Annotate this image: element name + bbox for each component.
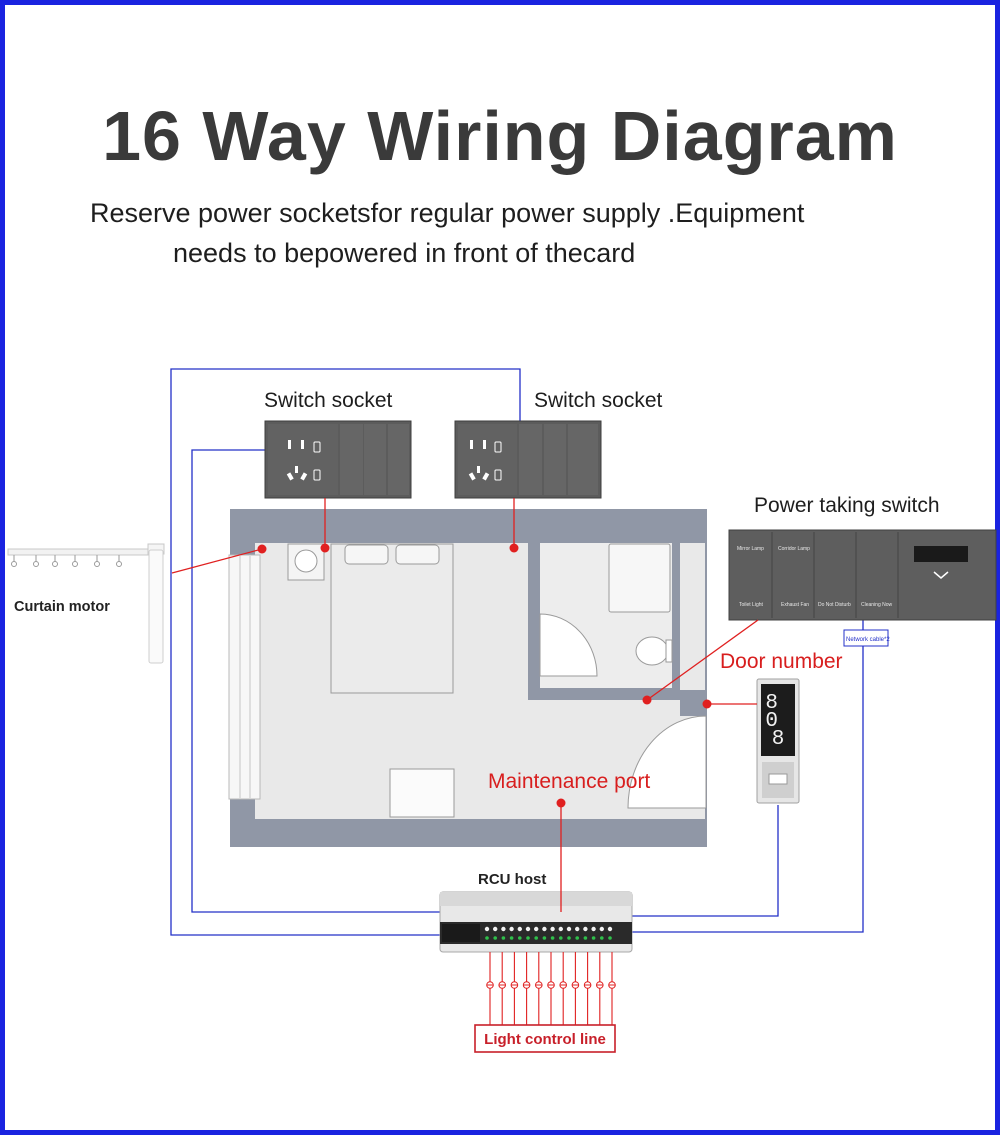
curtain-motor <box>7 543 165 664</box>
rcu-leds <box>484 926 613 940</box>
rcu-led <box>501 926 506 932</box>
power-key-2-top: Corridor Lamp <box>778 546 810 552</box>
rcu-status-led <box>509 936 514 940</box>
wire-socket-left-to-rcu <box>191 449 440 913</box>
power-taking-switch-label: Power taking switch <box>754 494 940 517</box>
wire-power-switch-to-rcu <box>632 620 864 933</box>
switch-socket-right-label: Switch socket <box>534 389 663 412</box>
light-control-line-box <box>474 1024 616 1053</box>
connection-dots <box>257 543 712 808</box>
page-title: 16 Way Wiring Diagram <box>102 97 898 175</box>
rcu-led <box>550 926 555 932</box>
rcu-led <box>575 926 580 932</box>
rcu-led <box>583 926 588 932</box>
rcu-led <box>534 926 539 932</box>
rcu-status-led <box>600 936 604 940</box>
wire-power-switch-to-room <box>646 619 759 701</box>
rcu-led <box>484 926 490 932</box>
light-control-line-label: Light control line <box>484 1031 606 1048</box>
door-digit-3: 8 <box>772 728 785 751</box>
wire-curtain-to-room <box>171 548 263 574</box>
door-digit-2: 0 <box>765 710 778 733</box>
network-cable-tag <box>843 629 889 647</box>
red-wires <box>171 498 759 912</box>
rcu-led <box>517 926 522 932</box>
power-key-4-bottom: Cleaning Now <box>861 602 893 608</box>
switch-socket-left-label: Switch socket <box>264 389 393 412</box>
rcu-status-led <box>591 936 596 940</box>
rcu-status-led <box>608 936 612 940</box>
rcu-led <box>591 926 596 932</box>
rcu-status-led <box>501 936 506 940</box>
power-key-1-bottom: Toilet Light <box>739 602 764 608</box>
door-digit-1: 8 <box>765 692 778 715</box>
network-cable-label: Network cable*2 <box>846 637 890 643</box>
rcu-status-led <box>493 936 498 940</box>
blue-wires <box>170 368 864 936</box>
rcu-status-led <box>518 936 522 940</box>
rcu-led <box>566 926 572 932</box>
light-control-lines <box>486 952 616 1025</box>
rcu-led <box>607 926 613 932</box>
power-key-2-bottom: Exhaust Fan <box>781 602 809 608</box>
rcu-status-led <box>542 936 547 940</box>
switch-socket-right <box>454 420 602 499</box>
wire-socket-right-to-rcu <box>170 368 521 936</box>
wire-door-number-to-rcu <box>632 805 779 917</box>
power-key-3-bottom: Do Not Disturb <box>818 602 851 608</box>
rcu-status-led <box>559 936 563 940</box>
rcu-led <box>542 926 547 932</box>
rcu-status-led <box>583 936 588 940</box>
switch-socket-left <box>264 420 412 499</box>
rcu-status-led <box>534 936 538 940</box>
maintenance-port-label: Maintenance port <box>488 770 650 793</box>
door-number-panel <box>756 678 800 804</box>
rcu-status-led <box>575 936 579 940</box>
door-number-display: 8 0 8 <box>765 692 790 751</box>
power-taking-switch <box>728 529 997 621</box>
subtitle-line-2: needs to bepowered in front of thecard <box>173 238 636 268</box>
power-key-1-top: Mirror Lamp <box>737 546 764 552</box>
rcu-led <box>525 926 531 932</box>
curtain-motor-label: Curtain motor <box>14 599 110 615</box>
rcu-led <box>493 926 498 932</box>
rcu-status-led <box>526 936 530 940</box>
room-floor-plan <box>228 509 707 847</box>
rcu-led <box>558 926 563 932</box>
rcu-host <box>439 891 633 953</box>
rcu-led <box>599 926 604 932</box>
rcu-status-led <box>567 936 571 940</box>
subtitle-line-1: Reserve power socketsfor regular power s… <box>90 198 805 228</box>
door-number-label: Door number <box>720 650 843 673</box>
rcu-status-led <box>485 936 489 940</box>
rcu-host-label: RCU host <box>478 871 546 888</box>
rcu-led <box>509 926 514 932</box>
rcu-status-led <box>550 936 555 940</box>
